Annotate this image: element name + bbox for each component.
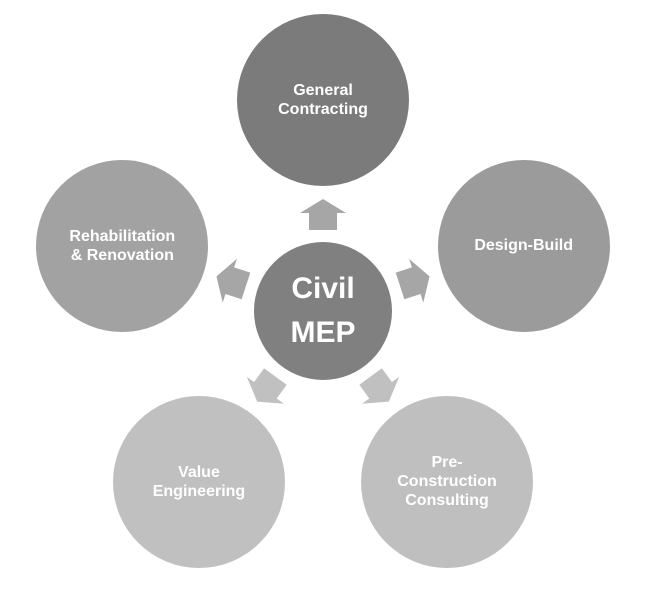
arrow-icon	[359, 368, 400, 404]
node-design-build: Design-Build	[437, 159, 610, 332]
arrow-icon	[246, 368, 287, 404]
node-general-contracting: General Contracting	[237, 14, 409, 186]
node-rehabilitation-renovation: Rehabilitation & Renovation	[36, 159, 209, 332]
center-label: Civil MEP	[290, 272, 356, 349]
node-value-engineering: Value Engineering	[112, 395, 285, 568]
arrow-icon	[216, 258, 251, 303]
arrow-icon	[300, 199, 346, 230]
node-label: Pre- Construction Consulting	[397, 454, 497, 510]
node-label: Value Engineering	[152, 463, 246, 500]
node-label: General Contracting	[278, 82, 368, 118]
arrow-icon	[395, 258, 430, 303]
node-label: Rehabilitation & Renovation	[69, 227, 176, 264]
center-node-civil-mep: Civil MEP	[254, 242, 392, 380]
node-label: Design-Build	[474, 237, 573, 255]
node-pre-construction-consulting: Pre- Construction Consulting	[361, 395, 534, 568]
